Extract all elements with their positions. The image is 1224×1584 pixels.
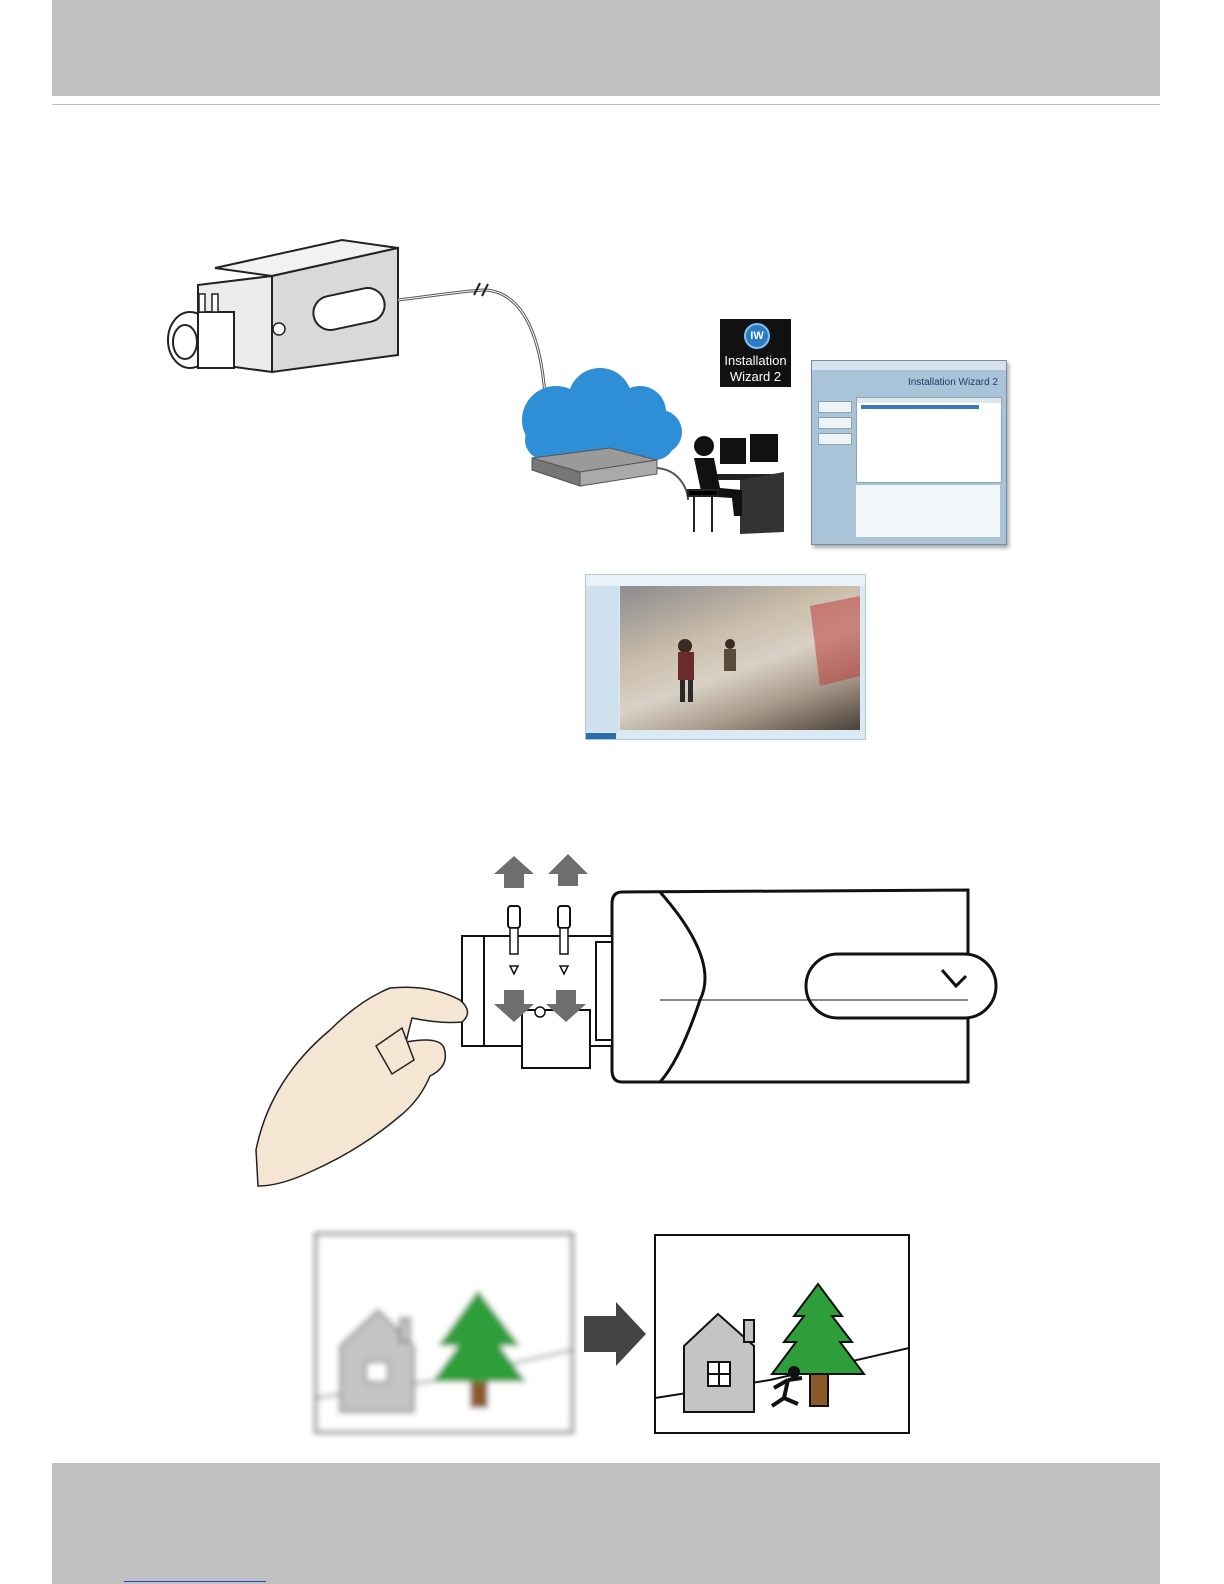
arrow-right-icon: [584, 1302, 646, 1366]
focused-scene-panel: [655, 1235, 909, 1433]
blurry-scene-panel: [316, 1234, 572, 1432]
